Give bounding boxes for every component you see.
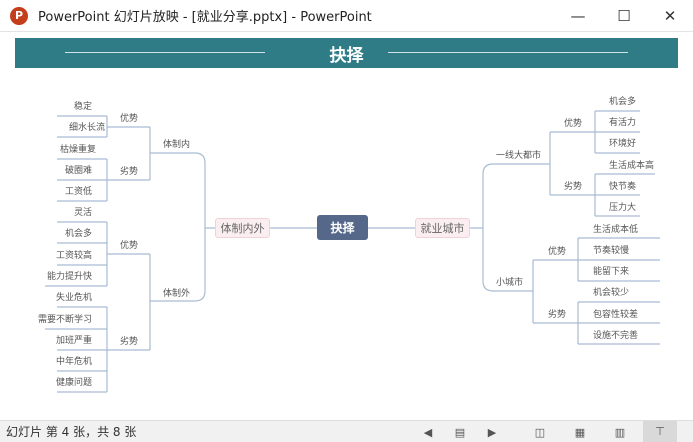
leaf: 健康问题 (55, 378, 92, 388)
small-city-label: 小城市 (496, 278, 524, 288)
minimize-button[interactable]: — (570, 7, 586, 25)
slide-sorter-icon[interactable]: ▦ (574, 425, 586, 439)
leaf: 能力提升快 (46, 272, 92, 282)
leaf: 能留下来 (593, 267, 630, 277)
maximize-button[interactable]: ☐ (617, 7, 631, 25)
small-pros-label: 优势 (548, 247, 567, 257)
leaf: 生活成本高 (609, 161, 655, 171)
window-title: PowerPoint 幻灯片放映 - [就业分享.pptx] - PowerPo… (38, 10, 372, 25)
leaf: 压力大 (609, 203, 637, 213)
right-branch-node: 就业城市 (415, 218, 470, 238)
leaf: 失业危机 (55, 293, 92, 303)
leaf: 机会多 (64, 229, 92, 239)
status-bar: 幻灯片 第 4 张，共 8 张 ◀ ▤ ▶ ◫ ▦ ▥ ⊤ (0, 420, 693, 442)
leaf: 有活力 (609, 118, 637, 128)
close-button[interactable]: ✕ (663, 7, 677, 25)
previous-slide-icon[interactable]: ◀ (423, 425, 433, 439)
inner-system-label: 体制内 (163, 140, 191, 150)
slideshow-view-icon[interactable]: ⊤ (643, 421, 677, 442)
center-node: 抉择 (317, 215, 368, 240)
next-slide-icon[interactable]: ▶ (487, 425, 497, 439)
leaf: 加班严重 (55, 336, 92, 346)
outer-pros-label: 优势 (120, 241, 139, 251)
leaf: 枯燥重复 (59, 145, 96, 155)
leaf: 包容性较差 (593, 310, 639, 320)
leaf: 中年危机 (55, 357, 92, 367)
leaf: 工资低 (64, 187, 92, 197)
slide-menu-icon[interactable]: ▤ (454, 425, 466, 439)
leaf: 稳定 (73, 102, 92, 112)
reading-view-icon[interactable]: ▥ (614, 425, 626, 439)
leaf: 机会多 (609, 97, 637, 107)
title-bar: P PowerPoint 幻灯片放映 - [就业分享.pptx] - Power… (0, 0, 693, 32)
leaf: 细水长流 (68, 123, 105, 133)
leaf: 环境好 (609, 139, 637, 149)
leaf: 需要不断学习 (37, 315, 92, 325)
leaf: 破圈难 (64, 166, 92, 176)
outer-cons-label: 劣势 (120, 337, 139, 347)
slide-counter: 幻灯片 第 4 张，共 8 张 (6, 425, 137, 439)
big-pros-label: 优势 (564, 119, 583, 129)
leaf: 设施不完善 (593, 331, 639, 341)
left-branch-node: 体制内外 (215, 218, 270, 238)
leaf: 节奏较慢 (593, 246, 630, 256)
leaf: 灵活 (73, 208, 92, 218)
leaf: 快节奏 (609, 182, 637, 192)
powerpoint-app-icon: P (10, 6, 28, 25)
leaf: 机会较少 (593, 288, 630, 298)
inner-pros-label: 优势 (120, 114, 139, 124)
small-cons-label: 劣势 (548, 310, 567, 320)
leaf: 工资较高 (55, 251, 92, 261)
mindmap-connectors (45, 110, 660, 393)
normal-view-icon[interactable]: ◫ (534, 425, 546, 439)
inner-cons-label: 劣势 (120, 167, 139, 177)
outer-system-label: 体制外 (163, 289, 191, 299)
leaf: 生活成本低 (593, 225, 639, 235)
big-city-label: 一线大都市 (496, 151, 542, 161)
slide-title: 抉择 (329, 45, 364, 66)
header-rule-left (65, 52, 265, 53)
header-rule-right (388, 52, 628, 53)
big-cons-label: 劣势 (564, 182, 583, 192)
slide-header: 抉择 (15, 38, 678, 68)
